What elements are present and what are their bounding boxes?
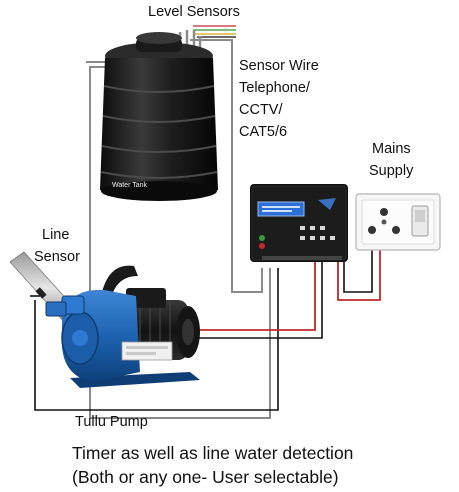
sensor-wire-label-line1: Sensor Wire — [239, 58, 319, 74]
level-sensors-label: Level Sensors — [148, 4, 240, 20]
caption-line2: (Both or any one- User selectable) — [72, 467, 339, 487]
tullu-pump-label: Tullu Pump — [75, 414, 148, 430]
mains-socket — [355, 193, 441, 251]
controller-unit — [250, 184, 348, 262]
sensor-wire-label-line3: CCTV/ — [239, 102, 283, 118]
mains-supply-label-line1: Mains — [372, 141, 411, 157]
mains-supply-label-line2: Supply — [369, 163, 414, 179]
caption-line1: Timer as well as line water detection — [72, 443, 354, 463]
line-sensor-label-line1: Line — [42, 227, 70, 243]
tullu-pump — [45, 265, 200, 388]
water-tank — [100, 32, 218, 201]
sensor-wire-label-line4: CAT5/6 — [239, 124, 288, 140]
sensor-wire-label-line2: Telephone/ — [239, 80, 310, 96]
line-sensor-label-line2: Sensor — [34, 249, 80, 265]
water-tank-label: Water Tank — [112, 182, 148, 189]
